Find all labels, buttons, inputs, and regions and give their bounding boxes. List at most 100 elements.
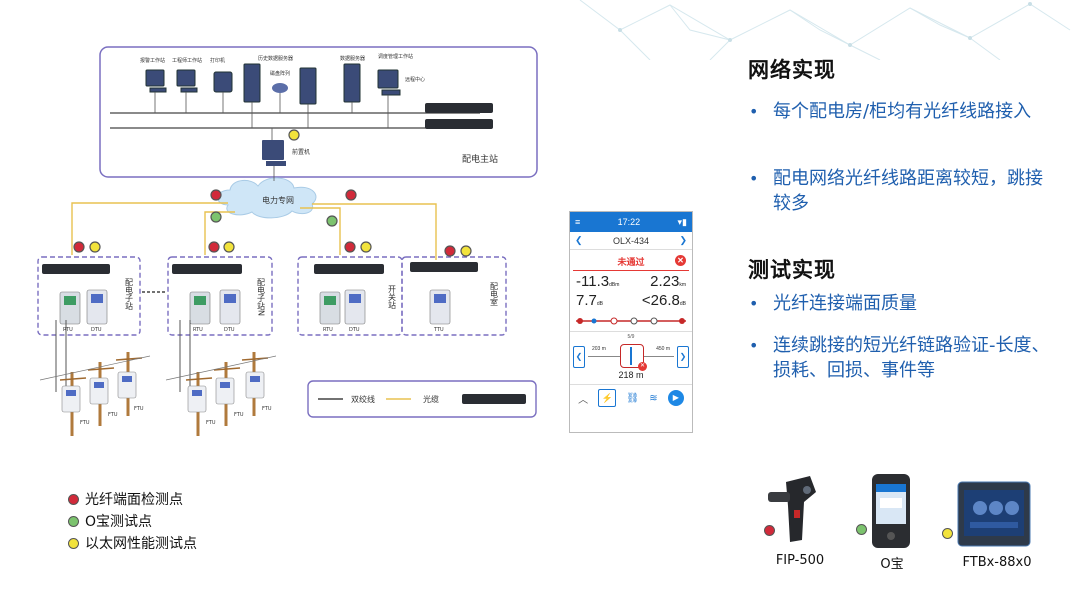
fail-status: 未通过 [617,256,645,267]
event-fail-icon: ✕ [638,362,647,371]
phone-status-bar: ≡ 17:22 ▾▮ [570,212,692,232]
ftu-label-6: FTU [262,406,272,412]
legend-item-fiber-end: 光纤端面检测点 [68,488,197,510]
test-item-2: • 连续跳接的短光纤链路验证-长度、损耗、回损、事件等 [749,333,1053,383]
test-heading: 测试实现 [748,258,836,282]
ws-label-2: 打印机 [210,57,225,64]
net-item-1-text: 每个配电房/柜均有光纤线路接入 [773,101,1032,122]
obao-dot [856,524,867,535]
bullet-dot-icon: • [749,336,759,355]
legend-green-dot [68,515,79,527]
substation-frame-4 [401,256,507,336]
obao-label: O宝 [880,557,904,572]
right-length: 450 m [656,346,670,352]
ftbx-dot [942,528,953,539]
value-loss: 7.7 [576,292,597,309]
network-heading: 网络实现 [748,58,836,82]
master-station-frame [99,46,538,178]
network-cloud [217,177,317,219]
center-length: 218 m [618,370,644,380]
ftu-label-3: FTU [134,406,144,412]
legend-yellow-dot [68,537,79,549]
link-event-map [576,317,686,325]
fip-500-label: FIP-500 [775,553,825,568]
wave-view-button[interactable]: ≋ [649,392,658,404]
unit-power: dBm [609,282,620,288]
phone-toolbar: ︿ ⚡ ⛓ ≋ ▶ [570,385,692,411]
menu-icon[interactable]: ≡ [575,217,581,227]
prev-arrow-icon[interactable]: ❮ [575,235,583,245]
ftu-label-1: FTU [80,420,90,426]
bullet-dot-icon: • [749,169,759,188]
bullet-dot-icon: • [749,294,759,313]
ws-label-7: 远程中心 [405,76,425,83]
phone-time: 17:22 [617,217,641,227]
fip-500-dot [764,525,775,536]
fail-x-icon: ✕ [675,255,686,266]
event-page: 5/9 [627,334,635,340]
ftbx-image [957,481,1031,547]
value-return-loss: <26.8 [641,292,680,309]
legend-red-dot [68,493,79,505]
play-icon[interactable]: ▶ [667,390,684,406]
bullet-dot-icon: • [749,102,759,121]
unit-label-1b: DTU [91,327,102,333]
test-point-legend: 光纤端面检测点 O宝测试点 以太网性能测试点 [68,488,197,554]
ws-label-5: 数据服务器 [340,55,365,62]
event-detail: ❮ ❯ 5/9 203 m 450 m ✕ 218 m [570,331,692,385]
ws-label-1: 工程师工作站 [172,57,202,64]
network-diagram: 报警工作站 工程师工作站 打印机 历史数据服务器 磁盘阵列 数据服务器 调度管理… [37,46,538,436]
substation-label-1: 配电子站 [125,278,134,311]
event-next-button[interactable]: ❯ [677,346,689,368]
ftu-label-2: FTU [108,412,118,418]
ws-label-4: 磁盘阵列 [270,70,290,77]
unit-label-2a: RTU [193,327,203,333]
test-item-1: • 光纤连接端面质量 [749,291,1063,316]
ftu-label-4: FTU [206,420,216,426]
ftbx-label: FTBx-88x0 [962,555,1032,570]
unit-label-3a: RTU [323,327,333,333]
unit-label-2b: DTU [224,327,235,333]
connector-event-icon: ✕ [620,344,647,371]
test-item-1-text: 光纤连接端面质量 [773,293,917,314]
substation-label-3: 开关站 [388,285,397,310]
wifi-battery-icon: ▾▮ [677,216,687,227]
event-prev-button[interactable]: ❮ [573,346,585,368]
phone-title: OLX-434 [612,235,650,246]
ws-label-3: 历史数据服务器 [258,55,293,62]
master-station-label: 配电主站 [462,153,498,165]
legend-label-2: 以太网性能测试点 [85,536,197,552]
unit-label-1a: RTU [63,327,73,333]
unit-label-4a: TTU [433,327,444,333]
fiber-label: 光缆 [423,394,439,404]
ftu-label-5: FTU [234,412,244,418]
decorative-lattice [579,0,1071,60]
net-item-1: • 每个配电房/柜均有光纤线路接入 [749,99,1063,124]
legend-label-0: 光纤端面检测点 [85,492,183,508]
ws-label-0: 报警工作站 [140,57,165,64]
unit-loss: dB [596,301,603,307]
next-arrow-icon[interactable]: ❯ [679,235,687,245]
substation-label-2: 配电子站N [257,278,266,316]
measurement-grid: -11.3dBm 2.23km 7.7dB <26.8dB [570,271,692,311]
left-length: 203 m [592,346,606,352]
twisted-pair-label: 双绞线 [351,394,375,404]
link-view-button[interactable]: ⛓ [626,392,640,404]
value-power: -11.3 [576,273,610,290]
legend-item-ethernet: 以太网性能测试点 [68,532,197,554]
trace-view-button[interactable]: ⚡ [598,389,617,407]
net-item-2: • 配电网络光纤线路距离较短，跳接较多 [749,166,1053,216]
legend-item-obao: O宝测试点 [68,510,197,532]
phone-nav-bar: ❮ OLX-434 ❯ [570,232,692,250]
unit-label-3b: DTU [349,327,360,333]
substation-frame-2 [167,256,273,336]
net-item-2-text: 配电网络光纤线路距离较短，跳接较多 [773,168,1043,214]
value-length: 2.23 [650,273,680,290]
fip-500-image [768,476,816,542]
fail-banner: 未通过 ✕ [573,252,689,271]
unit-length: km [679,282,686,288]
line-legend-frame [307,380,537,418]
test-item-2-text: 连续跳接的短光纤链路验证-长度、损耗、回损、事件等 [773,335,1050,381]
front-end-label: 前置机 [292,148,310,156]
chevron-up-icon[interactable]: ︿ [578,394,589,406]
